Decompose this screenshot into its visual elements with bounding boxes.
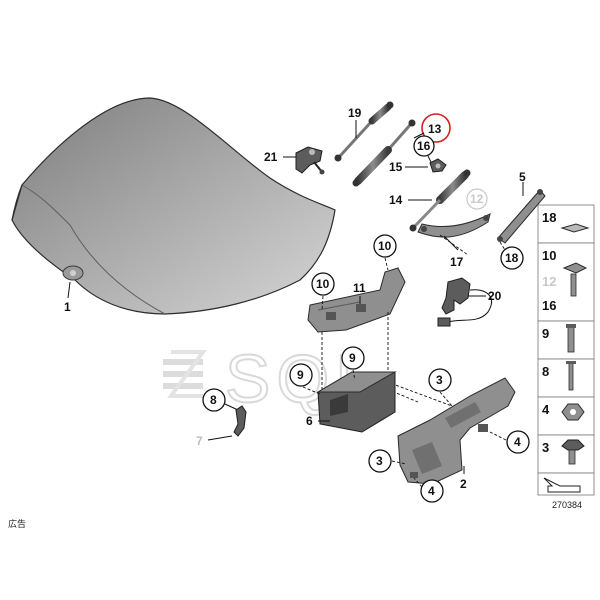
leader-1	[67, 281, 71, 299]
label-3a: 3	[436, 373, 443, 387]
hinge-link-17	[417, 213, 491, 238]
legend-3: 3	[542, 440, 549, 455]
label-1: 1	[64, 300, 71, 314]
gas-strut-13	[352, 119, 416, 187]
legend-4: 4	[542, 402, 550, 417]
label-19: 19	[348, 106, 362, 120]
label-18: 18	[505, 251, 519, 265]
label-14: 14	[389, 193, 403, 207]
label-9b: 9	[349, 351, 356, 365]
label-15: 15	[389, 160, 403, 174]
label-10a: 10	[316, 277, 330, 291]
label-13: 13	[428, 122, 442, 136]
fastener-legend: 18 10 12 16 9 8 4 3	[537, 204, 595, 496]
label-8: 8	[210, 393, 217, 407]
label-3b: 3	[376, 454, 383, 468]
bracket-21	[295, 146, 325, 175]
highlight-ring-13	[421, 113, 451, 143]
label-4a: 4	[514, 435, 521, 449]
legend-8: 8	[542, 364, 549, 379]
sensor-20	[437, 277, 493, 327]
hinge-5	[497, 189, 546, 244]
footer-note: 広告	[8, 518, 26, 529]
label-12: 12	[470, 192, 484, 206]
label-9a: 9	[297, 368, 304, 382]
label-20: 20	[488, 289, 502, 303]
legend-18: 18	[542, 210, 556, 225]
label-2: 2	[460, 477, 467, 491]
label-11: 11	[353, 281, 366, 295]
hood-panel	[11, 97, 336, 315]
bracket-11	[307, 267, 406, 333]
pivot-15	[429, 158, 447, 173]
label-7: 7	[196, 434, 203, 448]
legend-9: 9	[542, 326, 549, 341]
lock-carrier-2	[397, 377, 516, 485]
arrow-icon	[543, 477, 581, 493]
legend-10: 10	[542, 248, 556, 263]
label-17: 17	[450, 255, 464, 269]
legend-12: 12	[542, 274, 556, 289]
label-16: 16	[417, 139, 431, 153]
label-4b: 4	[428, 484, 435, 498]
label-21: 21	[264, 150, 278, 164]
label-5: 5	[519, 170, 526, 184]
gas-strut-14	[409, 169, 471, 232]
label-10b: 10	[378, 239, 392, 253]
gas-strut-19	[334, 101, 394, 162]
reference-code: 270384	[552, 500, 582, 510]
label-6: 6	[306, 414, 313, 428]
latch-6	[316, 371, 397, 433]
bracket-7	[233, 405, 247, 437]
legend-16: 16	[542, 298, 556, 313]
